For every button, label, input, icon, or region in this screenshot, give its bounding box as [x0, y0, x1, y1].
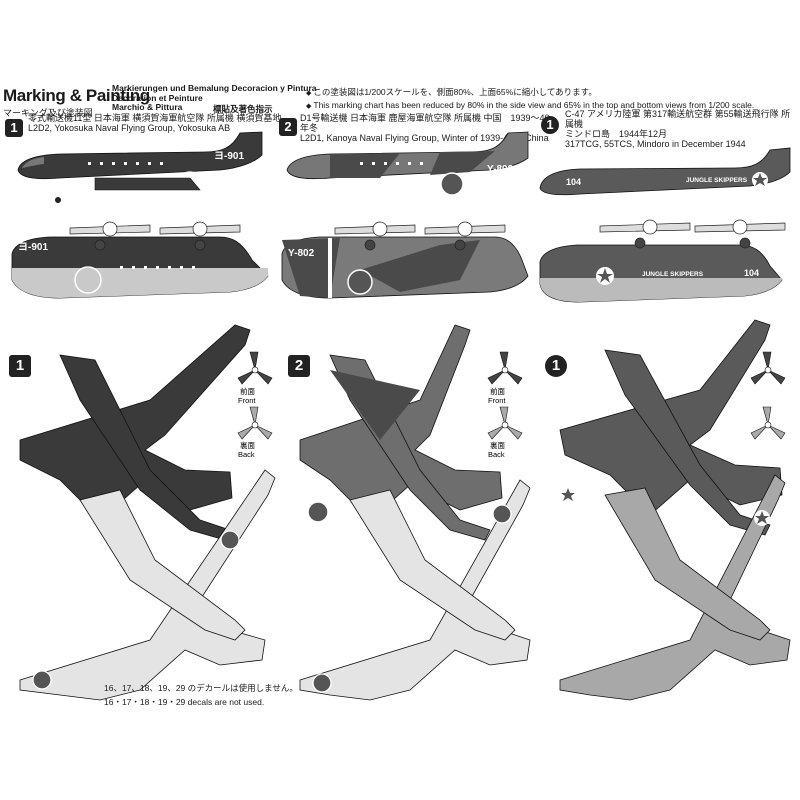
scheme-2-line1: D1号輸送機 日本海軍 鹿屋海軍航空隊 所属機 中国 1939～40年冬 — [300, 113, 550, 133]
propeller-views — [237, 351, 786, 440]
scheme-2-top-view — [299, 324, 503, 541]
page-title-zh: 標貼及著色指示 — [213, 104, 273, 114]
page-title-languages: Markierungen und Bemalung Decoracion y P… — [112, 83, 317, 113]
scheme-3-prop-back — [750, 406, 786, 440]
scheme-1-top-view — [19, 324, 251, 541]
scheme-1-bottom-view — [19, 469, 276, 701]
page-title: Marking & Painting — [3, 86, 150, 105]
scale-note-en: This marking chart has been reduced by 8… — [306, 100, 754, 113]
scheme-3-line2: ミンドロ島 1944年12月 — [565, 129, 668, 139]
scheme-2-prop-back — [487, 406, 523, 440]
scheme-1-line1: 零式輸送機11型 日本海軍 横須賀海軍航空隊 所属機 横須賀基地 — [28, 113, 282, 123]
scheme-3-bottom-view — [559, 474, 791, 701]
scheme-3-nose-name-lower: JUNGLE SKIPPERS — [642, 271, 704, 278]
scheme-3-plan-badge: 1 — [545, 355, 567, 377]
scheme-1-side-view-lower: ヨ-901 — [11, 236, 269, 299]
prop-front-label-en-1: Front — [238, 396, 256, 405]
prop-back-label-en-2: Back — [488, 450, 505, 459]
page-title-jp: マーキング及び塗装図 — [3, 108, 93, 118]
prop-front-label-en-2: Front — [488, 396, 506, 405]
scheme-2-tail-code: Y-802 — [487, 164, 514, 175]
marking-header: Marking & Painting マーキング及び塗装図 Markierung… — [0, 82, 800, 142]
us-star-side — [752, 172, 768, 188]
us-star-top — [560, 487, 576, 503]
scheme-1-badge: 1 — [5, 119, 23, 137]
scheme-1-side-view-upper: ヨ-901 — [17, 131, 263, 203]
scheme-3-side-view-upper: JUNGLE SKIPPERS 104 — [539, 147, 791, 196]
title-fr: Decoration et Peinture — [112, 92, 203, 103]
scheme-3-prop-front — [750, 351, 786, 385]
scale-note: この塗装図は1/200スケールを、側面80%、上面65%に縮小してあります。 T… — [306, 87, 754, 112]
scheme-2-tail-code-lower: Y-802 — [288, 248, 315, 259]
scheme-3-tail-code-lower: 104 — [744, 268, 759, 278]
scheme-3-badge: 1 — [541, 116, 559, 134]
scheme-1-plan-badge: 1 — [9, 355, 31, 377]
decal-not-used-en: 16・17・18・19・29 decals are not used. — [104, 697, 265, 707]
scheme-3-side-view-lower: JUNGLE SKIPPERS 104 — [539, 244, 783, 303]
prop-view-labels: 前面 Front 裏面 Back 前面 Front 裏面 Back — [238, 386, 506, 459]
scheme-1-tail-code: ヨ-901 — [214, 150, 244, 162]
scheme-2-line2: L2D1, Kanoya Naval Flying Group, Winter … — [300, 133, 549, 143]
scheme-3-label: C-47 アメリカ陸軍 第317輸送航空群 第55輸送飛行隊 所属機 ミンドロ島… — [565, 109, 797, 149]
title-de: Markierungen und Bemalung Decoracion y P… — [112, 83, 317, 93]
decal-not-used-jp: 16、17、18、19、29 のデカールは使用しません。 — [104, 683, 298, 693]
scheme-2-gear-views — [334, 221, 506, 251]
scheme-1-label: 零式輸送機11型 日本海軍 横須賀海軍航空隊 所属機 横須賀基地 L2D2, Y… — [28, 113, 283, 133]
scheme-1-line2: L2D2, Yokosuka Naval Flying Group, Yokos… — [28, 123, 231, 133]
us-star-bottom — [754, 510, 770, 526]
scheme-1-tail-code-lower: ヨ-901 — [18, 241, 48, 253]
scheme-2-plan-badge: 2 — [288, 355, 310, 377]
scheme-2-side-view-lower: Y-802 — [281, 236, 529, 299]
scheme-1-prop-front — [237, 351, 273, 385]
scheme-3-gear-views — [599, 219, 786, 249]
scheme-3-line1: C-47 アメリカ陸軍 第317輸送航空群 第55輸送飛行隊 所属機 — [565, 109, 791, 129]
scheme-2-bottom-view — [299, 479, 531, 701]
prop-back-label-jp-1: 裏面 — [240, 440, 255, 450]
prop-back-label-en-1: Back — [238, 450, 255, 459]
scheme-2-prop-front — [487, 351, 523, 385]
decal-not-used-note: 16、17、18、19、29 のデカールは使用しません。 16・17・18・19… — [104, 681, 298, 709]
prop-front-label-jp-2: 前面 — [490, 386, 505, 396]
scheme-2-side-view-upper: Y-802 — [286, 131, 529, 196]
scheme-1-gear-views — [69, 221, 241, 251]
scheme-3-tail-code: 104 — [566, 177, 581, 187]
title-it: Marchio & Pittura — [112, 102, 183, 112]
scheme-2-badge: 2 — [279, 118, 297, 136]
scheme-2-label: D1号輸送機 日本海軍 鹿屋海軍航空隊 所属機 中国 1939～40年冬 L2D… — [300, 113, 550, 143]
prop-back-label-jp-2: 裏面 — [490, 440, 505, 450]
scale-note-jp: この塗装図は1/200スケールを、側面80%、上面65%に縮小してあります。 — [306, 87, 754, 100]
prop-front-label-jp-1: 前面 — [240, 386, 255, 396]
scheme-3-top-view — [559, 319, 783, 536]
us-star-side-lower — [596, 267, 614, 285]
scheme-3-nose-name: JUNGLE SKIPPERS — [686, 177, 748, 184]
scheme-1-prop-back — [237, 406, 273, 440]
scheme-3-line3: 317TCG, 55TCS, Mindoro in December 1944 — [565, 139, 746, 149]
